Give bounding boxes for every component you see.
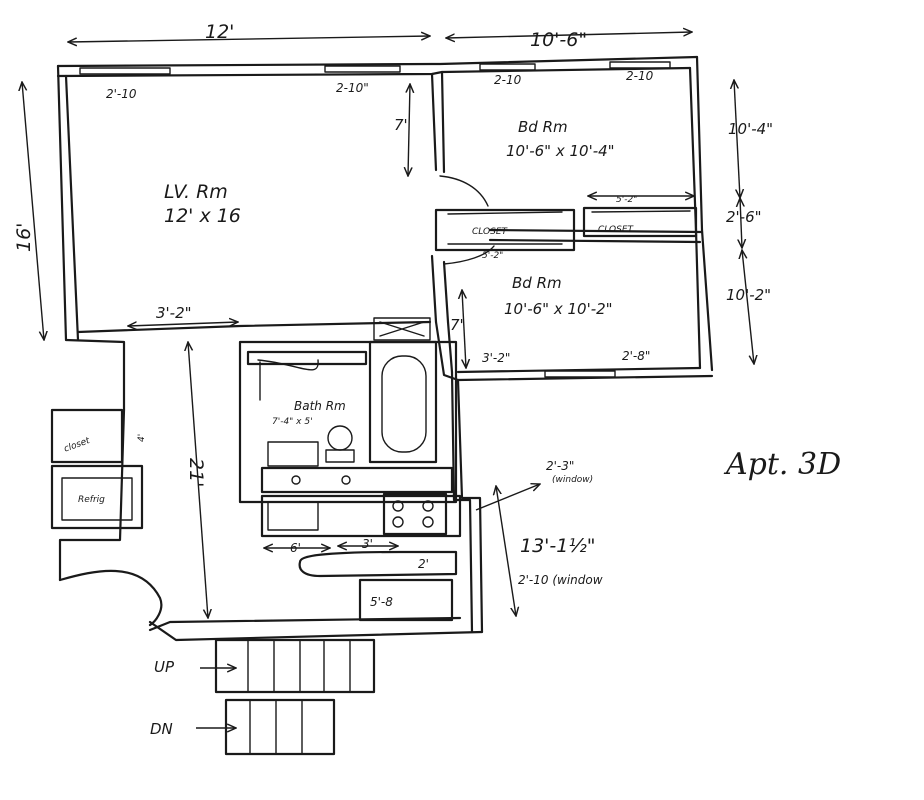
closets [434,206,698,252]
windows [79,61,671,378]
dim-kitchen-6: 6' [290,541,301,555]
dim-kitchen-5-8: 5'-8 [370,595,393,609]
closet-1-label: CLOSET [472,227,509,237]
dim-window-kitchen: 2'-3" [546,459,574,473]
dim-kitchen-total: 13'-1½" [520,535,596,557]
dim-right-upper: 10'-4" [728,120,773,138]
dim-window-lv: 2'-10 [106,87,137,101]
apartment-title: Apt. 3D [723,447,841,482]
bathroom-name: Bath Rm [294,399,346,413]
bathroom-size: 7'-4" x 5' [272,417,313,427]
dim-closet-small: 4' [137,434,147,442]
closet-3-label: closet [63,436,92,455]
living-room-name: LV. Rm [164,181,228,203]
dim-window-lower: 2'-10 (window [518,573,603,587]
stairs-up-label: UP [154,658,175,676]
dim-kitchen-2: 2' [418,557,429,571]
dim-left-side: 16' [13,223,35,252]
bedroom-1-size: 10'-6" x 10'-4" [506,142,615,160]
bedroom-2-name: Bd Rm [512,274,562,292]
bedroom-2-size: 10'-6" x 10'-2" [504,300,613,318]
dim-lv-wall-7: 7' [394,116,408,134]
dim-hall-vertical: 21' [185,458,207,487]
closet-2-label: CLOSET [598,225,635,235]
dim-lv-bottom: 3'-2" [156,304,192,322]
refrigerator-label: Refrig [78,495,105,505]
left-storage [50,408,144,530]
dim-kitchen-3: 3' [362,537,373,551]
dim-window-bd1a: 2-10 [494,73,522,87]
dim-bd2-wall-7: 7' [450,316,464,334]
dim-bd2-window-right: 2'-8" [622,349,650,363]
dimension-lines [22,32,754,728]
living-room-size: 12' x 16 [164,205,241,227]
dim-right-lower: 10'-2" [726,286,771,304]
dim-window-kitchen-note: (window) [552,475,593,485]
dim-top-right: 10'-6" [530,29,587,51]
dim-closet-left: 5'-2" [482,251,503,261]
labels: 12' 10'-6" 16' 2'-10 2-10" 2-10 2-10 7' … [13,21,841,738]
bedroom-1-name: Bd Rm [518,118,568,136]
dim-bd2-window-left: 3'-2" [482,351,510,365]
dim-window-lv2: 2-10" [336,81,369,95]
stairs-down-label: DN [150,720,173,738]
dim-top-left: 12' [205,21,234,43]
bath-kitchen [238,317,462,622]
dim-window-bd1b: 2-10 [626,69,654,83]
dim-closet-right: 5'-2" [616,195,637,205]
stairs [214,638,376,756]
dim-right-middle: 2'-6" [726,208,762,226]
